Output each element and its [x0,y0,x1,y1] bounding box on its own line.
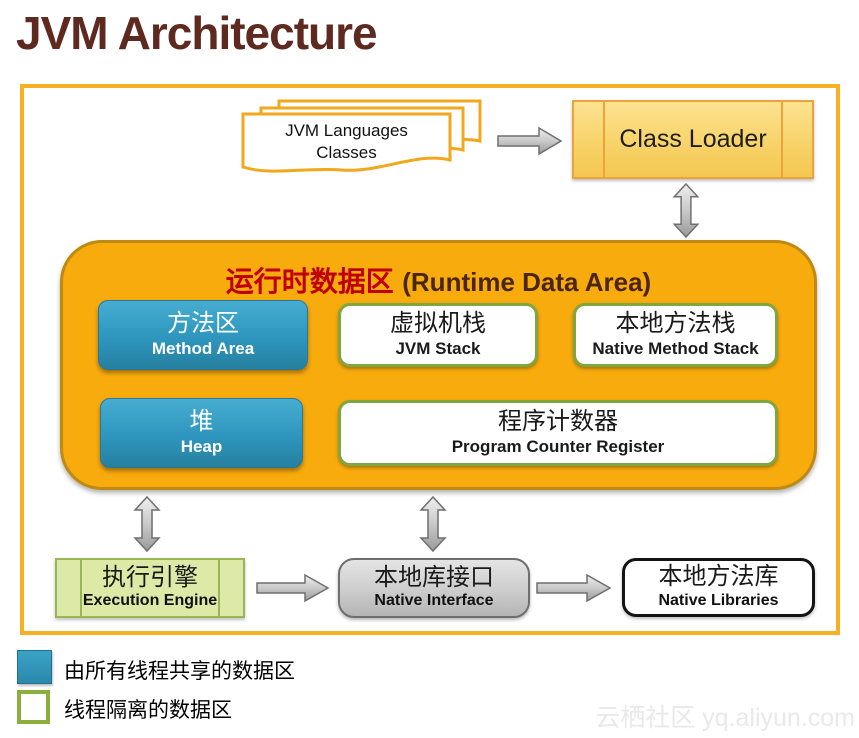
execution-engine-label-en: Execution Engine [82,592,218,610]
class-loader-sidebar-left [603,102,605,177]
native-interface-label-zh: 本地库接口 [374,564,494,591]
page-title: JVM Architecture [16,7,378,59]
execution-engine-sidebar-right [218,560,220,616]
method-area-label-zh: 方法区 [167,311,239,337]
native-libraries-label-zh: 本地方法库 [658,564,779,591]
heap-box: 堆 Heap [100,398,303,468]
program-counter-register-box: 程序计数器 Program Counter Register [338,400,778,466]
pc-register-label-en: Program Counter Register [451,436,665,456]
heap-label-en: Heap [180,436,223,456]
double-arrow-vertical-icon [133,495,161,553]
legend-label-isolated: 线程隔离的数据区 [64,698,232,722]
legend-swatch-shared [17,650,52,684]
pc-register-label-zh: 程序计数器 [498,409,618,435]
arrow-right-icon [536,573,612,603]
legend-label-shared: 由所有线程共享的数据区 [64,659,295,683]
doc-label: JVM Languages Classes [241,120,452,164]
doc-label-line1: JVM Languages [285,121,408,140]
execution-engine-sidebar-left [80,560,82,616]
arrow-right-icon [497,126,563,156]
runtime-data-area: 运行时数据区 (Runtime Data Area) 方法区 Method Ar… [60,240,817,490]
document-shape-icon [241,112,452,173]
jvm-stack-label-en: JVM Stack [395,338,481,358]
class-loader-box: Class Loader [572,100,814,179]
double-arrow-vertical-icon [672,182,700,239]
jvm-stack-box: 虚拟机栈 JVM Stack [338,303,538,367]
class-loader-sidebar-right [781,102,783,177]
method-area-label-en: Method Area [151,338,255,358]
native-method-stack-label-zh: 本地方法栈 [615,311,736,337]
execution-engine-box: 执行引擎 Execution Engine [55,558,245,618]
class-loader-label: Class Loader [619,125,767,153]
legend-swatch-isolated [17,690,50,724]
double-arrow-vertical-icon [419,495,447,553]
execution-engine-label-zh: 执行引擎 [102,564,198,591]
heap-label-zh: 堆 [189,409,214,435]
native-method-stack-box: 本地方法栈 Native Method Stack [573,303,778,367]
doc-label-line2: Classes [316,143,377,163]
native-interface-label-en: Native Interface [374,592,494,610]
native-method-stack-label-en: Native Method Stack [592,338,759,358]
runtime-title-en: (Runtime Data Area) [402,267,652,297]
runtime-title: 运行时数据区 (Runtime Data Area) [63,260,814,300]
method-area-box: 方法区 Method Area [98,300,308,370]
native-interface-box: 本地库接口 Native Interface [338,558,530,618]
jvm-classes-doc: JVM Languages Classes [241,112,452,179]
native-libraries-label-en: Native Libraries [658,591,779,609]
arrow-right-icon [256,573,330,603]
jvm-stack-label-zh: 虚拟机栈 [390,311,486,337]
native-libraries-box: 本地方法库 Native Libraries [622,558,815,617]
watermark: 云栖社区 yq.aliyun.com [595,704,855,732]
runtime-title-zh: 运行时数据区 [225,267,394,298]
